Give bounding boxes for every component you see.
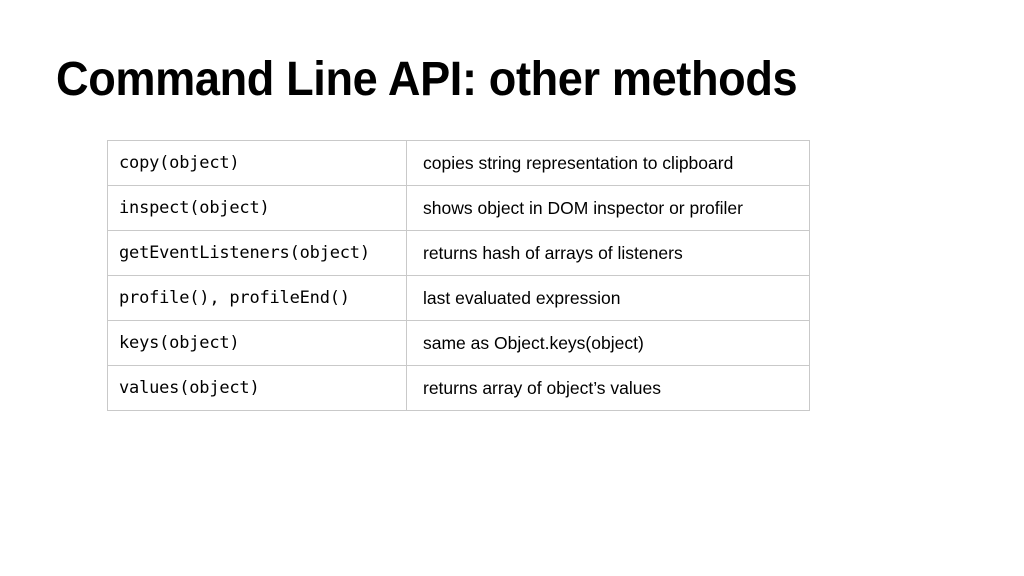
table-row: copy(object) copies string representatio… [107,140,810,186]
page-title: Command Line API: other methods [56,53,798,106]
table-row: profile(), profileEnd() last evaluated e… [107,275,810,321]
method-description: returns hash of arrays of listeners [406,230,810,276]
method-signature: getEventListeners(object) [107,230,407,276]
method-signature: profile(), profileEnd() [107,275,407,321]
table-body: copy(object) copies string representatio… [107,140,810,411]
table-row: getEventListeners(object) returns hash o… [107,230,810,276]
table-row: keys(object) same as Object.keys(object) [107,320,810,366]
table-row: inspect(object) shows object in DOM insp… [107,185,810,231]
method-description: same as Object.keys(object) [406,320,810,366]
method-description: copies string representation to clipboar… [406,140,810,186]
method-description: shows object in DOM inspector or profile… [406,185,810,231]
method-description: returns array of object’s values [406,365,810,411]
method-signature: keys(object) [107,320,407,366]
table-row: values(object) returns array of object’s… [107,365,810,411]
command-line-api-table: copy(object) copies string representatio… [107,140,810,411]
method-signature: copy(object) [107,140,407,186]
method-signature: inspect(object) [107,185,407,231]
method-description: last evaluated expression [406,275,810,321]
method-signature: values(object) [107,365,407,411]
